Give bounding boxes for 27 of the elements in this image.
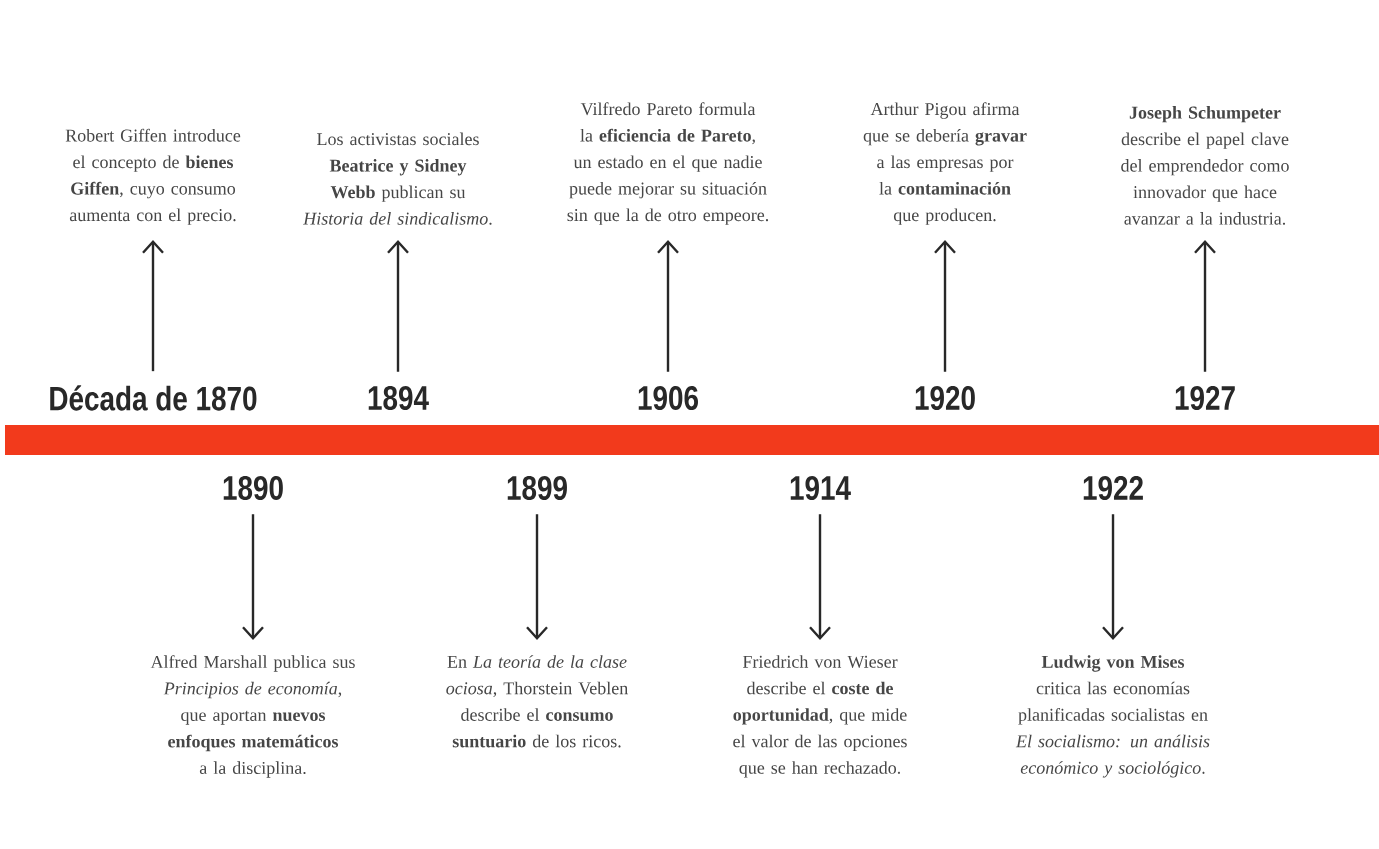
arrow <box>242 514 264 640</box>
arrow <box>1194 240 1216 372</box>
event-description: Joseph Schumpeter describe el papel clave del emprendedor como innovador que hace avanzar a la industria. <box>1121 106 1289 225</box>
arrow <box>809 514 831 640</box>
arrow <box>142 240 164 372</box>
arrow <box>934 240 956 372</box>
event-description: Alfred Marshall publica sus Principios de economía, que aportan nuevos enfoques matemáticos a la disciplina. <box>150 655 355 778</box>
year-label: 1920 <box>915 385 975 411</box>
event-description: Los activistas sociales Beatrice y Sidney Webb publican su Historia del sindicalismo. <box>303 132 492 225</box>
year-label: Década de 1870 <box>50 385 257 411</box>
event-description: Vilfredo Pareto formula la eficiencia de Pareto, un estado en el que nadie puede mejorar su situación sin que la de otro empeore. <box>567 102 769 225</box>
event-description: Ludwig von Mises critica las economías planificadas socialistas en El socialismo: un análisis económico y sociológico. <box>1015 655 1210 778</box>
arrow <box>526 514 548 640</box>
arrow <box>657 240 679 372</box>
event-description: En La teoría de la clase ociosa, Thorstein Veblen describe el consumo suntuario de los ricos. <box>446 655 628 748</box>
event-description: Robert Giffen introduce el concepto de bienes Giffen, cuyo consumo aumenta con el precio. <box>65 128 241 225</box>
year-label: 1899 <box>507 475 567 501</box>
event-description: Friedrich von Wieser describe el coste de oportunidad, que mide el valor de las opciones que se han rechazado. <box>733 655 907 778</box>
year-label: 1906 <box>638 385 698 411</box>
arrow <box>387 240 409 372</box>
year-label: 1922 <box>1083 475 1143 501</box>
year-label: 1894 <box>368 385 429 411</box>
event-description: Arthur Pigou afirma que se debería gravar a las empresas por la contaminación que producen. <box>863 102 1027 225</box>
arrow <box>1102 514 1124 640</box>
year-label: 1927 <box>1175 385 1235 411</box>
year-label: 1914 <box>790 475 851 501</box>
year-label: 1890 <box>223 475 283 501</box>
